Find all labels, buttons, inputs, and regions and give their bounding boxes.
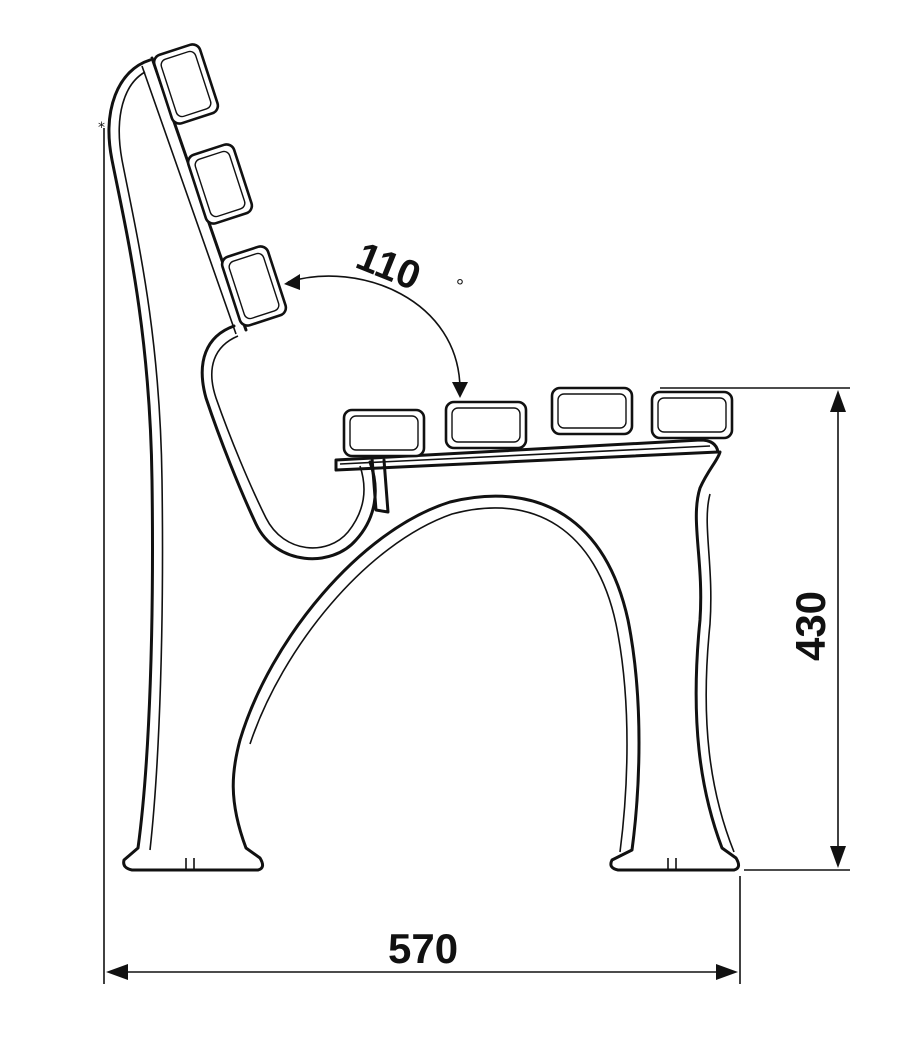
seat-slat-1 — [342, 408, 426, 458]
angle-arrowhead-top — [284, 274, 300, 290]
backrest-slat-1 — [152, 43, 220, 125]
height-dimension-label: 430 — [787, 590, 835, 662]
angle-dimension — [284, 274, 468, 398]
armrest-support — [200, 324, 390, 561]
seat-slat-4 — [650, 390, 734, 440]
height-arrowhead-top — [830, 390, 846, 412]
angle-arrowhead-bottom — [452, 382, 468, 398]
reference-asterisk: * — [98, 120, 105, 136]
height-arrowhead-bottom — [830, 846, 846, 868]
seat-slats — [342, 386, 734, 458]
seat-rail — [334, 438, 720, 472]
width-arrowhead-left — [106, 964, 128, 980]
height-dimension — [660, 387, 850, 871]
width-dimension: * — [98, 120, 741, 984]
backrest-slat-3 — [220, 245, 288, 327]
front-leg-frame — [238, 450, 741, 872]
backrest-slats — [152, 43, 288, 327]
backrest-slat-2 — [186, 143, 254, 225]
width-arrowhead-right — [716, 964, 738, 980]
foot-details — [185, 858, 677, 870]
width-dimension-label: 570 — [388, 925, 459, 972]
seat-slat-3 — [550, 386, 634, 436]
angle-unit-label: ° — [456, 276, 464, 298]
seat-slat-2 — [444, 400, 528, 450]
